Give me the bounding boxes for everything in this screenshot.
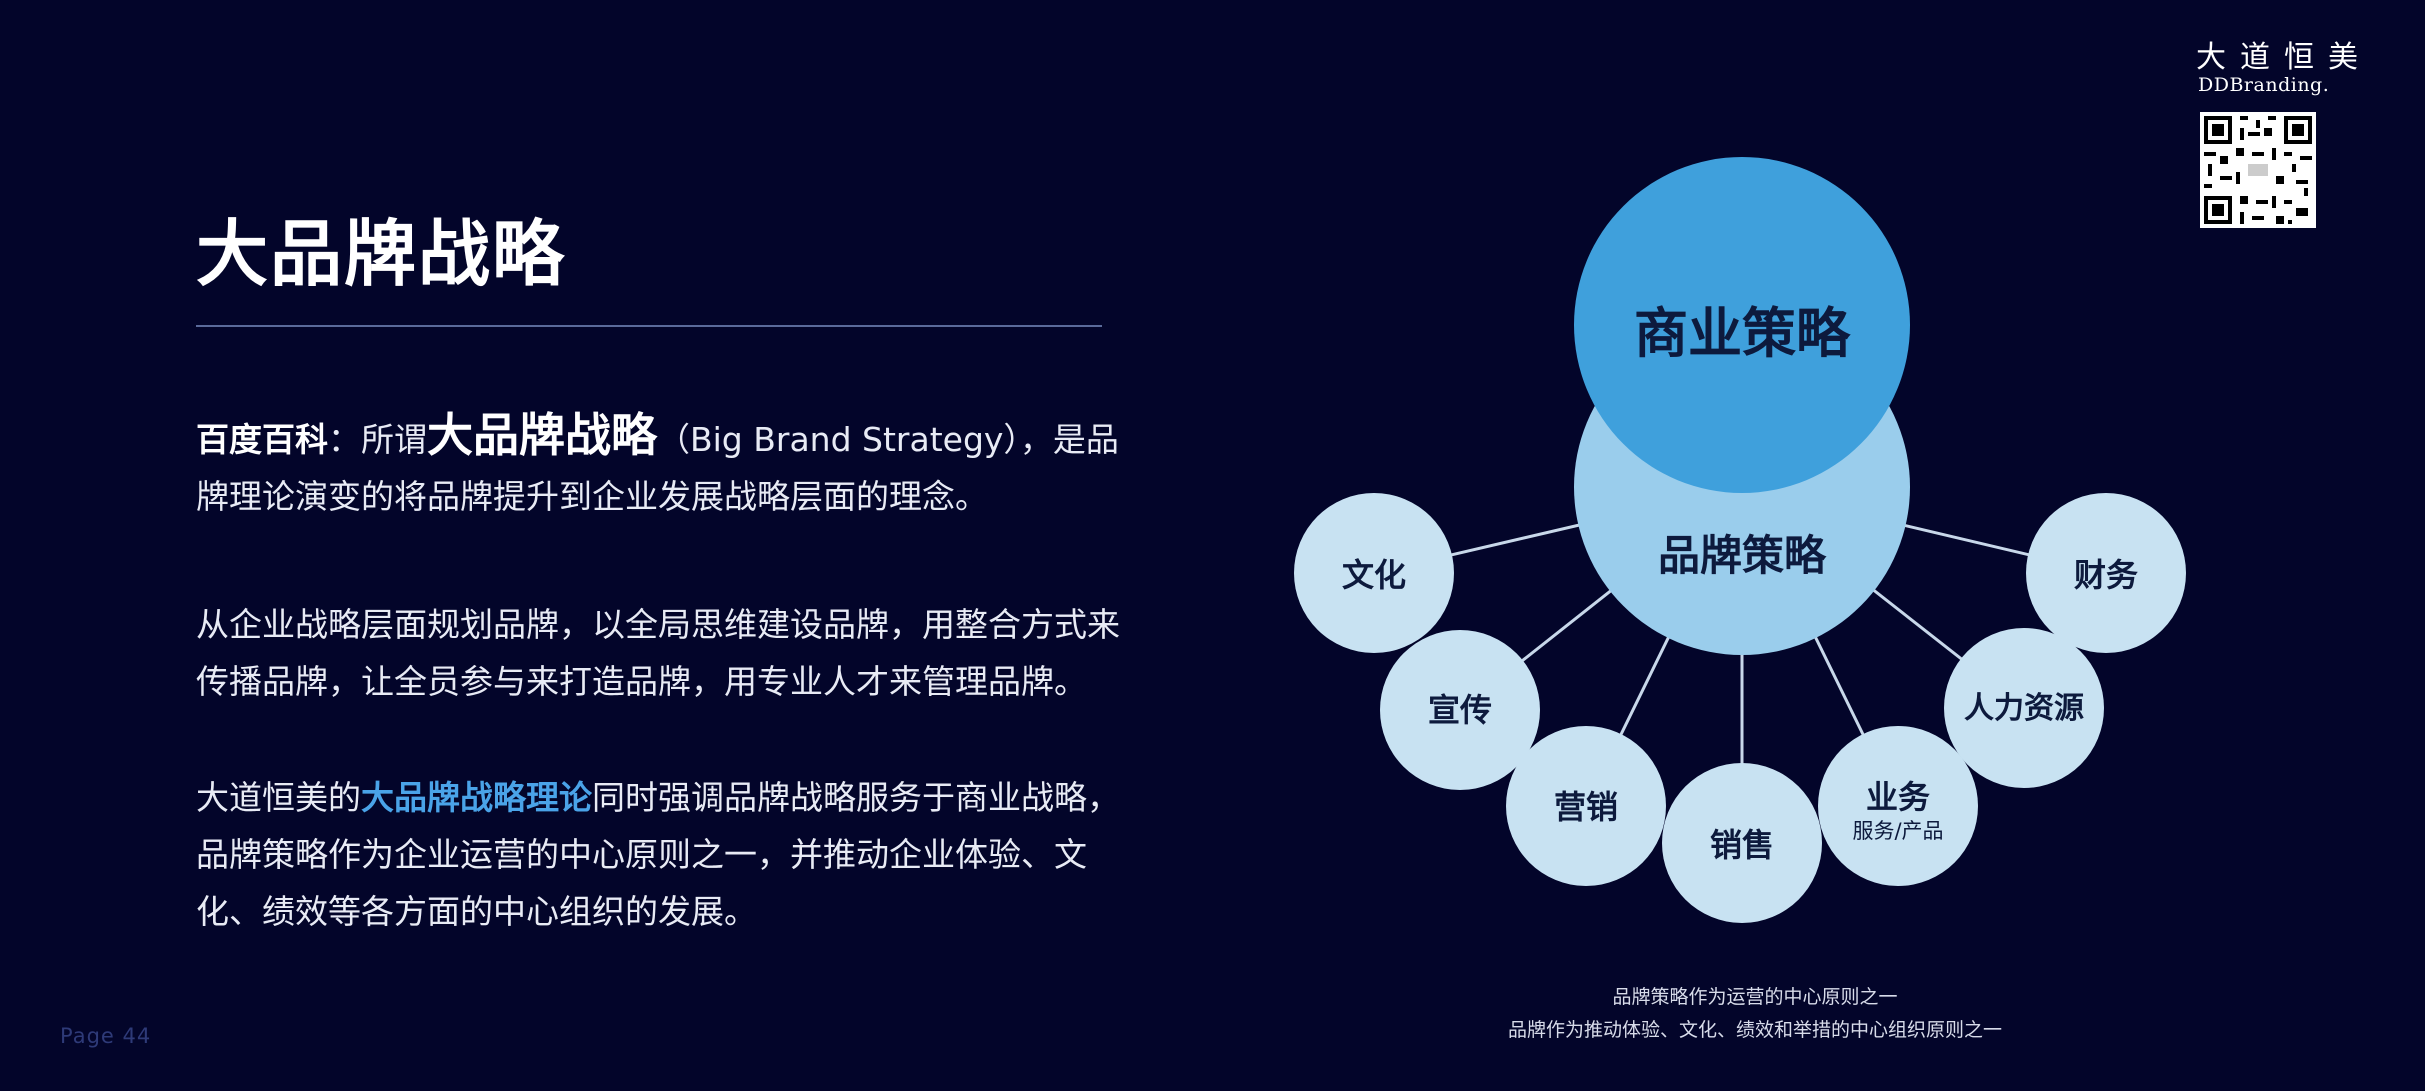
brand-name-cn: 大道恒美 xyxy=(2196,40,2372,75)
definition-term: 大品牌战略 xyxy=(427,408,657,462)
definition-text: （Big Brand Strategy），是品牌理论演变的将品牌提升到企业发展战… xyxy=(196,420,1119,516)
center-circle-label: 品牌策略 xyxy=(1658,531,1827,580)
top-circle: 商业策略 xyxy=(1574,157,1910,493)
node-sales: 销售 xyxy=(1662,763,1822,923)
node-hr: 人力资源 xyxy=(1944,628,2104,788)
node-marketing: 营销 xyxy=(1506,726,1666,886)
strategy-diagram: 文化 宣传 营销 销售 业务 服务/产品 人力资源 财务 品牌策略 商业策略 xyxy=(1294,157,2186,923)
node-business: 业务 服务/产品 xyxy=(1818,726,1978,886)
node-hr-label: 人力资源 xyxy=(1964,691,2084,726)
node-sales-label: 销售 xyxy=(1710,826,1774,864)
page-title: 大品牌战略 xyxy=(196,212,567,296)
paragraph-theory: 大道恒美的大品牌战略理论同时强调品牌战略服务于商业战略，品牌策略作为企业运营的中… xyxy=(196,769,1126,940)
brand-name-en: DDBranding. xyxy=(2198,74,2330,96)
definition-intro: ：所谓 xyxy=(328,420,427,459)
node-publicity: 宣传 xyxy=(1380,630,1540,790)
qr-code-icon xyxy=(2200,112,2316,228)
caption-line-2: 品牌作为推动体验、文化、绩效和举措的中心组织原则之一 xyxy=(1507,1019,2002,1041)
node-publicity-label: 宣传 xyxy=(1428,691,1492,729)
paragraph-approach: 从企业战略层面规划品牌，以全局思维建设品牌，用整合方式来传播品牌，让全员参与来打… xyxy=(196,605,1120,701)
top-circle-label: 商业策略 xyxy=(1634,302,1851,365)
node-business-label: 业务 xyxy=(1866,778,1930,816)
node-business-sublabel: 服务/产品 xyxy=(1852,819,1943,843)
node-culture-label: 文化 xyxy=(1342,556,1406,594)
title-divider xyxy=(196,325,1102,327)
caption-line-1: 品牌策略作为运营的中心原则之一 xyxy=(1612,986,1898,1008)
node-finance: 财务 xyxy=(2026,493,2186,653)
node-marketing-label: 营销 xyxy=(1554,788,1618,826)
theory-highlight: 大品牌战略理论 xyxy=(361,778,592,817)
node-finance-label: 财务 xyxy=(2074,556,2138,594)
definition-source: 百度百科 xyxy=(196,420,328,459)
theory-intro: 大道恒美的 xyxy=(196,778,361,817)
theory-text: 同时强调品牌战略服务于商业战略，品牌策略作为企业运营的中心原则之一，并推动企业体… xyxy=(196,778,1120,931)
paragraph-definition: 百度百科：所谓大品牌战略（Big Brand Strategy），是品牌理论演变… xyxy=(196,407,1126,525)
page-number: Page 44 xyxy=(60,1024,152,1048)
node-culture: 文化 xyxy=(1294,493,1454,653)
